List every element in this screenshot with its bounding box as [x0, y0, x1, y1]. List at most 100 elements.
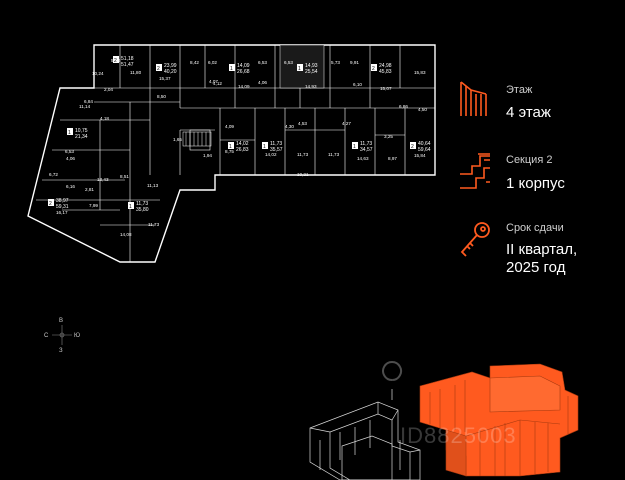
svg-text:6,53: 6,53: [284, 60, 293, 65]
svg-text:1,65: 1,65: [173, 137, 182, 142]
svg-text:26,68: 26,68: [237, 69, 250, 75]
compass-north: В: [59, 318, 63, 324]
compass-south: З: [59, 348, 63, 354]
svg-text:23,99: 23,99: [164, 63, 177, 69]
building-3d-highlight: [419, 363, 579, 477]
svg-text:16,17: 16,17: [56, 210, 68, 215]
compass: В З С Ю: [44, 318, 80, 354]
svg-text:34,57: 34,57: [360, 147, 373, 153]
svg-text:4,18: 4,18: [100, 116, 109, 121]
svg-text:24,98: 24,98: [379, 63, 392, 69]
svg-text:8,97: 8,97: [388, 156, 397, 161]
section-icon: [460, 153, 490, 189]
svg-text:14,09: 14,09: [238, 84, 250, 89]
svg-text:1: 1: [263, 144, 266, 150]
svg-text:11,73: 11,73: [136, 201, 148, 207]
svg-text:2: 2: [49, 201, 52, 207]
svg-text:38,97: 38,97: [56, 198, 69, 204]
svg-text:14,08: 14,08: [120, 232, 132, 237]
floor-icon: [460, 81, 487, 116]
svg-text:10,21: 10,21: [297, 172, 309, 177]
section-value: 1 корпус: [506, 175, 565, 192]
svg-text:2: 2: [114, 58, 117, 64]
section-label: Секция 2: [506, 154, 553, 166]
svg-text:26,83: 26,83: [236, 147, 249, 153]
svg-text:5,73: 5,73: [331, 60, 340, 65]
floor-label: Этаж: [506, 84, 533, 96]
svg-text:11,80: 11,80: [130, 70, 142, 75]
svg-text:51,18: 51,18: [121, 56, 134, 62]
svg-text:11,14: 11,14: [79, 104, 91, 109]
deadline-value-line1: II квартал,: [506, 241, 578, 258]
svg-text:2,81: 2,81: [85, 187, 94, 192]
svg-text:14,02: 14,02: [236, 141, 249, 147]
svg-text:15,83: 15,83: [414, 70, 426, 75]
svg-text:2,04: 2,04: [104, 87, 113, 92]
svg-text:1: 1: [230, 66, 233, 72]
svg-text:35,80: 35,80: [136, 207, 149, 213]
svg-text:14,93: 14,93: [305, 63, 318, 69]
svg-text:45,83: 45,83: [379, 69, 392, 75]
svg-text:6,02: 6,02: [208, 60, 217, 65]
svg-text:14,63: 14,63: [357, 156, 369, 161]
svg-text:8,75: 8,75: [225, 149, 234, 154]
building-outline: [27, 44, 436, 263]
svg-text:1: 1: [129, 204, 132, 210]
svg-text:10,24: 10,24: [92, 71, 104, 76]
svg-text:1,94: 1,94: [203, 153, 212, 158]
svg-text:1: 1: [353, 144, 356, 150]
svg-text:15,07: 15,07: [380, 86, 392, 91]
svg-text:11,73: 11,73: [270, 141, 282, 147]
svg-text:6,10: 6,10: [353, 82, 362, 87]
svg-text:2: 2: [157, 66, 160, 72]
building-3d-wireframe: [309, 401, 421, 480]
svg-text:3,25: 3,25: [384, 134, 393, 139]
compass-west: С: [44, 333, 49, 339]
svg-text:11,73: 11,73: [148, 222, 160, 227]
svg-text:25,54: 25,54: [305, 69, 318, 75]
svg-text:40,20: 40,20: [164, 69, 177, 75]
svg-text:11,73: 11,73: [328, 152, 340, 157]
svg-text:35,57: 35,57: [270, 147, 283, 153]
svg-text:59,64: 59,64: [418, 147, 431, 153]
svg-text:8,50: 8,50: [157, 94, 166, 99]
svg-text:21,34: 21,34: [75, 134, 88, 140]
svg-text:6,72: 6,72: [49, 172, 58, 177]
deadline-label: Срок сдачи: [506, 222, 564, 234]
svg-text:4,06: 4,06: [258, 80, 267, 85]
svg-text:8,51: 8,51: [120, 174, 129, 179]
deadline-value-line2: 2025 год: [506, 259, 566, 276]
svg-text:14,09: 14,09: [237, 63, 250, 69]
svg-text:14,93: 14,93: [305, 84, 317, 89]
svg-text:2: 2: [372, 66, 375, 72]
svg-text:11,73: 11,73: [360, 141, 372, 147]
svg-text:8,42: 8,42: [190, 60, 199, 65]
svg-text:6,53: 6,53: [258, 60, 267, 65]
room-labels: 5,23 10,24 11,80 8,42 6,02 4,12 6,53 6,5…: [49, 58, 427, 237]
svg-text:15,37: 15,37: [159, 76, 171, 81]
svg-text:6,53: 6,53: [65, 149, 74, 154]
compass-east: Ю: [74, 333, 80, 339]
svg-text:14,02: 14,02: [265, 152, 277, 157]
svg-text:40,64: 40,64: [418, 141, 431, 147]
svg-text:4,12: 4,12: [213, 81, 222, 86]
svg-text:6,84: 6,84: [84, 99, 93, 104]
svg-text:15,84: 15,84: [414, 153, 426, 158]
svg-text:51,47: 51,47: [121, 62, 134, 68]
watermark-pin-icon: [382, 361, 403, 400]
svg-text:4,09: 4,09: [225, 124, 234, 129]
interior-walls: [36, 45, 435, 262]
svg-text:4,27: 4,27: [342, 121, 351, 126]
floor-value: 4 этаж: [506, 104, 551, 121]
svg-text:7,99: 7,99: [89, 203, 98, 208]
